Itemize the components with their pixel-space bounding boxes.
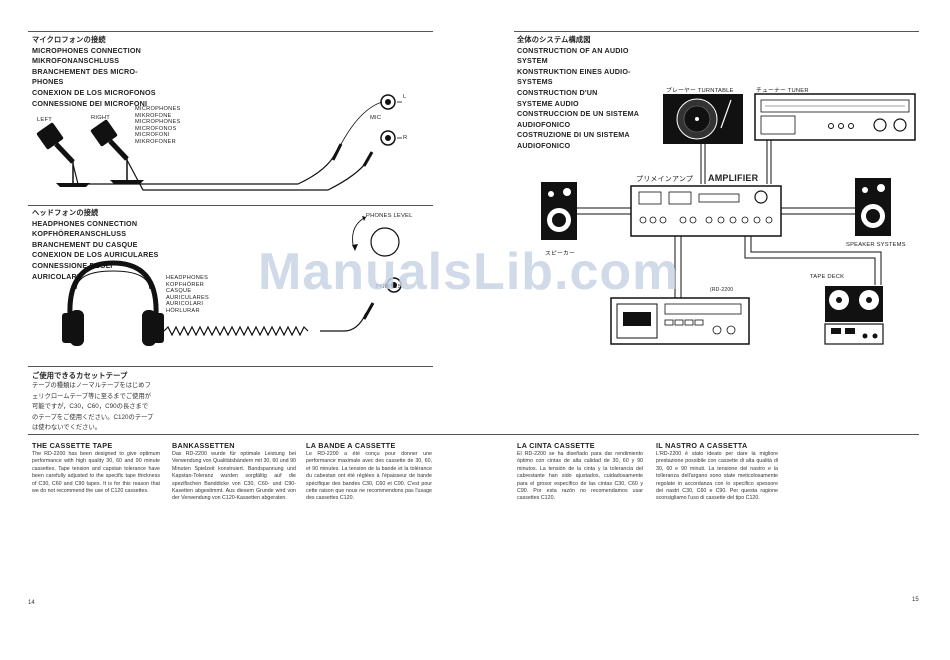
phones-level-knob-icon [352,216,400,257]
mic-jp-title: マイクロフォンの接続 [32,35,106,44]
mic-title-0: MICROPHONES CONNECTION [32,45,142,55]
column-title-de: BANKASSETTEN [172,441,235,450]
column-body-es: El RD-2200 se ha diseñado para dar rendi… [517,451,643,502]
tape-deck-label: TAPE DECK [810,274,845,280]
headphone-names: HEADPHONES KOPFHÖRER CASQUE AURICULARES … [166,275,209,315]
cassette-deck-icon [610,297,750,345]
mic-name-2: MICROPHONES [135,119,181,126]
sys-title-5: SYSTEME AUDIO [517,98,579,108]
top-rule-left [28,31,433,32]
bottom-rule [28,434,919,435]
watermark-text: ManualsLib.com [258,243,680,301]
mic-r-label: R [403,135,408,141]
mic-title-1: MIKROFONANSCHLUSS [32,56,120,66]
mid-rule-left-2 [28,366,433,367]
headphone-section-title: ヘッドフォンの接続 HEADPHONES CONNECTION KOPFHÖRE… [32,208,159,282]
hp-name-0: HEADPHONES [166,275,209,281]
right-microphone-icon [90,119,144,184]
mic-name-0: MICROPHONES [135,106,181,112]
hp-name-4: AURICOLARI [166,301,204,308]
amplifier-icon [630,185,782,237]
sys-title-7: AUDIOFONICO [517,119,571,129]
column-body-it: L'RD-2200 è stato ideato per dare la mig… [656,451,778,502]
column-title-en: THE CASSETTE TAPE [32,441,113,450]
column-body-en: The RD-2200 has been designed to give op… [32,451,160,495]
mic-name-4: MICROFONI [135,132,170,139]
sys-title-1: SYSTEM [517,56,548,66]
mic-name-5: MIKROFONER [135,138,176,145]
hp-name-1: KOPFHÖRER [166,281,205,288]
speaker-label: SPEAKER SYSTEMS [846,242,906,248]
tuner-label: チューナー TUNER [756,88,809,94]
mic-name-1: MIKROFONE [135,112,172,119]
sys-jp-title: 全体のシステム構成図 [517,35,591,44]
headphone-illustration [62,216,402,346]
page-number-left: 14 [28,600,35,606]
amplifier-label: AMPLIFIER [708,173,759,183]
hp-title-3: CONEXION DE LOS AURICULARES [32,250,159,260]
phones-level-label: PHONES LEVEL [366,213,413,219]
left-mic-label: LEFT [37,117,52,123]
phones-jack-label: PHONES [376,284,402,290]
column-body-de: Das RD-2200 wurde für optimale Leistung … [172,451,296,502]
hp-jp-title: ヘッドフォンの接続 [32,208,99,217]
left-speaker-icon [541,182,577,240]
amplifier-jp-label: プリメインアンプ [636,176,694,183]
mic-section-title: マイクロフォンの接続 MICROPHONES CONNECTION MIKROF… [32,35,156,109]
sys-title-3: SYSTEMS [517,77,553,87]
top-rule-right [514,31,919,32]
system-section-title: 全体のシステム構成図 CONSTRUCTION OF AN AUDIO SYST… [517,35,639,152]
mic-jack-label: MIC [370,115,382,121]
system-diagram [541,93,916,345]
left-microphone-icon [36,122,90,187]
column-title-es: LA CINTA CASSETTE [517,441,595,450]
hp-title-0: HEADPHONES CONNECTION [32,218,138,228]
right-mic-label: RIGHT [91,115,111,121]
sys-title-6: CONSTRUCCION DE UN SISTEMA [517,109,640,119]
sys-title-2: KONSTRUKTION EINES AUDIO- [517,66,631,76]
cassette-jp-title: ご使用できるカセットテープ [32,371,128,380]
hp-name-2: CASQUE [166,288,192,295]
hp-title-5: AURICOLARI [32,271,80,281]
mic-title-3: PHONES [32,77,64,87]
hp-name-5: HÖRLURAR [166,307,200,314]
mic-l-label: L [403,94,407,100]
hp-title-4: CONNESSIONE DEGLI [32,260,113,270]
column-title-it: IL NASTRO A CASSETTA [656,441,748,450]
turntable-label: プレーヤー TURNTABLE [666,88,734,94]
mic-name-3: MICROFONOS [135,125,177,132]
turntable-icon [663,94,743,144]
mid-rule-left [28,205,433,206]
microphone-illustration [36,94,402,191]
speaker-jp-label: スピーカー [545,251,575,257]
sys-title-0: CONSTRUCTION OF AN AUDIO [517,45,629,55]
mic-names: MICROPHONES MIKROFONE MICROPHONES MICROF… [135,106,181,146]
tuner-icon [754,93,916,141]
model-label: (RD-2200 [710,287,734,293]
page-number-right: 15 [912,597,919,603]
column-body-fr: Le RD-2200 a été conçu pour donner une p… [306,451,432,502]
sys-title-9: AUDIOFONICO [517,140,571,150]
hp-title-2: BRANCHEMENT DU CASQUE [32,239,138,249]
reel-tape-deck-icon [824,286,884,345]
headphones-icon [62,260,164,346]
mic-title-4: CONEXION DE LOS MICROFONOS [32,87,156,97]
sys-title-8: COSTRUZIONE DI UN SISTEMA [517,130,630,140]
sys-title-4: CONSTRUCTION D'UN [517,87,598,97]
hp-title-1: KOPFHÖRERANSCHLUSS [32,229,127,239]
cassette-jp-body: テープの種類はノーマルテープをはじめフ ェリクロームテープ等に至るまでご使用が … [32,382,154,432]
mic-title-2: BRANCHEMENT DES MICRO- [32,66,138,76]
right-speaker-icon [855,178,891,236]
mic-title-5: CONNESSIONE DEI MICROFONI [32,98,148,108]
hp-name-3: AURICULARES [166,294,210,301]
column-title-fr: LA BANDE A CASSETTE [306,441,396,450]
